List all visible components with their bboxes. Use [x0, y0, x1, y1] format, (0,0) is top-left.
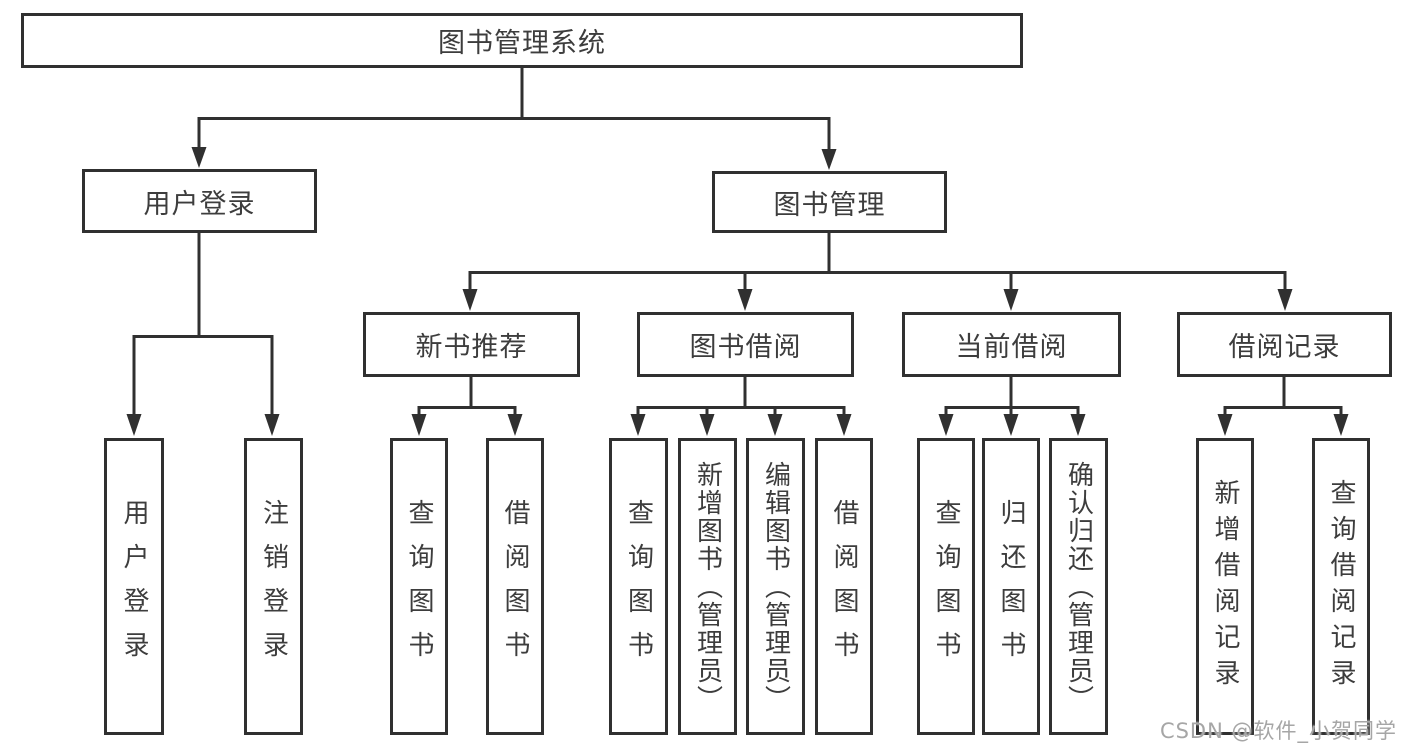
leaf-label: 归还图书 — [996, 498, 1026, 675]
leaf-borrow-books: 借阅图书 — [486, 438, 544, 735]
leaf-logout: 注销登录 — [244, 438, 303, 735]
csdn-watermark: CSDN @软件_小贺同学 — [1159, 719, 1397, 743]
node-label: 新书推荐 — [415, 332, 528, 363]
node-book-borrowing: 图书借阅 — [637, 312, 854, 377]
leaf-add-borrow-record: 新增借阅记录 — [1196, 438, 1254, 735]
leaf-query-books: 查询图书 — [609, 438, 668, 735]
leaf-label: 借阅图书 — [829, 498, 859, 675]
node-borrowing-records: 借阅记录 — [1177, 312, 1392, 377]
leaf-borrow-books: 借阅图书 — [815, 438, 873, 735]
node-user-login: 用户登录 — [82, 169, 317, 233]
node-label: 用户登录 — [143, 188, 256, 220]
leaf-label: 确认归还（管理员） — [1063, 460, 1094, 713]
node-label: 图书管理系统 — [438, 28, 606, 59]
leaf-query-books: 查询图书 — [390, 438, 448, 735]
node-label: 借阅记录 — [1228, 332, 1341, 363]
node-new-book-recommend: 新书推荐 — [363, 312, 580, 377]
node-book-management: 图书管理 — [712, 171, 947, 233]
leaf-label: 查询借阅记录 — [1326, 478, 1356, 695]
node-label: 当前借阅 — [955, 332, 1068, 363]
leaf-query-borrow-record: 查询借阅记录 — [1312, 438, 1370, 735]
leaf-edit-books-admin: 编辑图书（管理员） — [746, 438, 805, 735]
leaf-query-books: 查询图书 — [917, 438, 975, 735]
leaf-user-login: 用户登录 — [104, 438, 164, 735]
node-label: 图书借阅 — [689, 332, 802, 363]
leaf-label: 新增图书（管理员） — [692, 460, 723, 713]
leaf-label: 编辑图书（管理员） — [760, 460, 791, 713]
leaf-confirm-return-admin: 确认归还（管理员） — [1049, 438, 1108, 735]
leaf-label: 用户登录 — [119, 498, 149, 675]
node-label: 图书管理 — [773, 189, 886, 221]
node-current-borrowing: 当前借阅 — [902, 312, 1121, 377]
leaf-label: 借阅图书 — [500, 498, 530, 675]
leaf-add-books-admin: 新增图书（管理员） — [678, 438, 737, 735]
leaf-return-books: 归还图书 — [982, 438, 1040, 735]
leaf-label: 查询图书 — [623, 498, 654, 675]
leaf-label: 新增借阅记录 — [1210, 478, 1240, 695]
leaf-label: 查询图书 — [931, 498, 961, 675]
node-library-system: 图书管理系统 — [21, 13, 1023, 68]
leaf-label: 注销登录 — [258, 498, 289, 675]
leaf-label: 查询图书 — [404, 498, 434, 675]
